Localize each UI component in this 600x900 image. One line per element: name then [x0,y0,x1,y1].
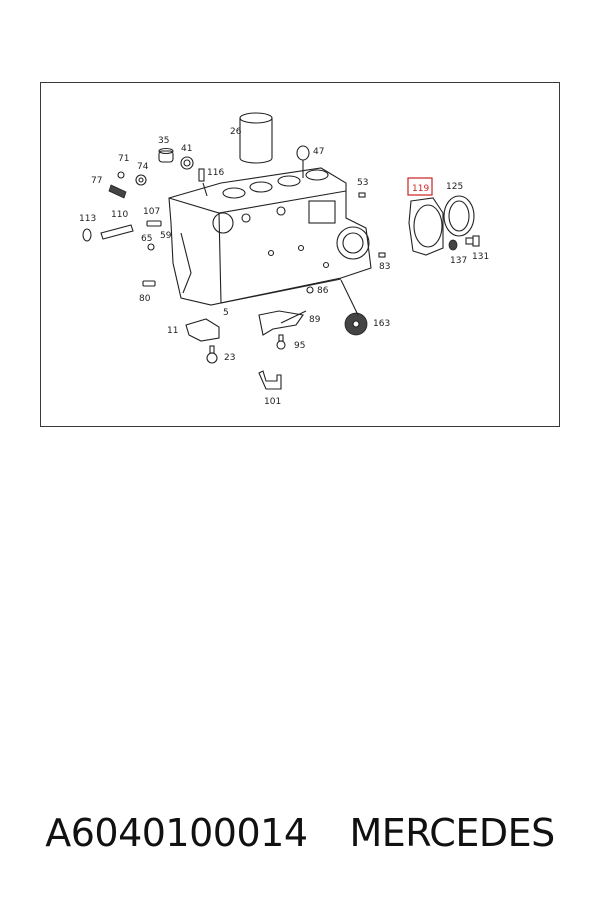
part-113-washer[interactable] [82,228,92,242]
callout-101[interactable]: 101 [264,397,281,407]
part-107-pin[interactable] [146,220,162,227]
callout-labels: 26 35 41 71 74 77 116 47 53 119 125 113 110 107 65 59 83… [79,127,489,407]
callout-65[interactable]: 65 [141,234,152,244]
part-number: A6040100014 [45,811,308,855]
part-119-seal-plate[interactable] [408,197,444,256]
diagram-frame: 26 35 41 71 74 77 116 47 53 119 125 113 110 107 65 59 83… [40,82,560,427]
callout-41[interactable]: 41 [181,144,192,154]
part-23-bolt[interactable] [206,345,218,364]
callout-5[interactable]: 5 [223,308,229,318]
callout-35[interactable]: 35 [158,136,169,146]
callout-116[interactable]: 116 [207,168,224,178]
callout-23[interactable]: 23 [224,353,235,363]
part-41-seal[interactable] [180,156,194,170]
callout-119[interactable]: 119 [412,184,429,194]
part-74-nut[interactable] [135,174,147,186]
part-83-plug[interactable] [378,252,386,258]
callout-71[interactable]: 71 [118,154,129,164]
callout-131[interactable]: 131 [472,252,489,262]
part-35-seal[interactable] [158,147,174,163]
callout-95[interactable]: 95 [294,341,305,351]
part-65-plug[interactable] [147,243,155,251]
part-53-pin[interactable] [358,192,366,198]
callout-163[interactable]: 163 [373,319,390,329]
part-116-pin[interactable] [198,168,205,182]
part-131-bolt[interactable] [465,235,480,247]
part-110-glow-plug[interactable] [100,224,134,240]
callout-74[interactable]: 74 [137,162,149,172]
part-86-plug[interactable] [306,286,314,294]
callout-110[interactable]: 110 [111,210,128,220]
callout-47[interactable]: 47 [313,147,324,157]
part-125-seal-ring[interactable] [443,195,475,237]
part-77-injector-nozzle[interactable] [108,171,127,199]
part-11-bracket[interactable] [185,318,220,342]
callout-125[interactable]: 125 [446,182,463,192]
part-101-sensor[interactable] [258,370,282,390]
callout-89[interactable]: 89 [309,315,321,325]
part-89-oil-jet[interactable] [258,310,307,336]
callout-86[interactable]: 86 [317,286,329,296]
part-80-sleeve[interactable] [142,280,156,287]
callout-77[interactable]: 77 [91,176,102,186]
part-47-bushing[interactable] [296,145,310,161]
callout-80[interactable]: 80 [139,294,151,304]
callout-137[interactable]: 137 [450,256,467,266]
callout-113[interactable]: 113 [79,214,96,224]
callout-26[interactable]: 26 [230,127,242,137]
brand-name: MERCEDES [349,811,556,855]
callout-53[interactable]: 53 [357,178,368,188]
part-95-bolt[interactable] [276,334,286,350]
leader-lines [202,160,359,316]
callout-83[interactable]: 83 [379,262,390,272]
part-26-cylinder[interactable] [239,112,273,164]
caption: A6040100014 MERCEDES [0,798,600,868]
exploded-parts-diagram: 26 35 41 71 74 77 116 47 53 119 125 113 110 107 65 59 83… [79,112,489,407]
highlight-box-119 [407,177,433,196]
part-163-pulley[interactable] [344,312,368,336]
callout-59[interactable]: 59 [160,231,172,241]
callout-107[interactable]: 107 [143,207,160,217]
part-137-plug[interactable] [448,239,458,251]
part-5-engine-block[interactable] [168,167,372,306]
callout-11[interactable]: 11 [167,326,178,336]
